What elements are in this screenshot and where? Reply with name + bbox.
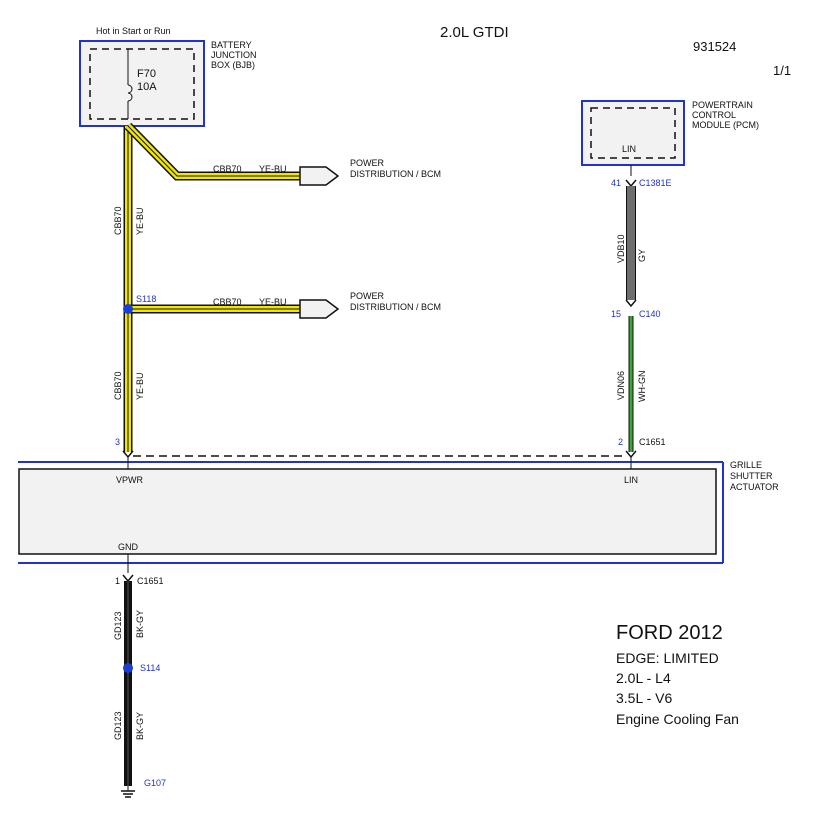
pcm-label-line-2: CONTROL <box>692 110 736 120</box>
splice-s114[interactable] <box>123 663 133 673</box>
branch1-color: YE-BU <box>259 164 287 174</box>
actuator-label-line-1: GRILLE <box>730 460 762 470</box>
left-upper-circuit: CBB70 <box>113 206 123 235</box>
actuator-label-line-2: SHUTTER <box>730 471 773 481</box>
connector-arrow-icon <box>625 299 637 308</box>
actuator-pin-vpwr: VPWR <box>116 475 144 485</box>
splice-s118-label: S118 <box>136 294 156 304</box>
legend-line-2: 2.0L - L4 <box>616 670 671 686</box>
pcm-wire-color: GY <box>637 249 647 262</box>
c1651-top-pin: 2 <box>618 437 623 447</box>
gnd-lower-color: BK-GY <box>135 712 145 740</box>
fuse-rating: 10A <box>137 81 157 93</box>
connector-arrow-icon <box>299 299 340 319</box>
left-upper-color: YE-BU <box>135 207 145 235</box>
pcm-pin-lin: LIN <box>622 144 636 154</box>
pin-vpwr-number: 3 <box>115 437 120 447</box>
branch2-color: YE-BU <box>259 297 287 307</box>
c1381e-connector: C1381E <box>639 178 672 188</box>
pcm-wire-circuit: VDB10 <box>616 234 626 263</box>
legend-line-4: Engine Cooling Fan <box>616 711 739 727</box>
fuse-icon <box>127 84 133 102</box>
engine-title: 2.0L GTDI <box>440 24 509 41</box>
bjb-label-line-3: BOX (BJB) <box>211 60 255 70</box>
fuse-id: F70 <box>137 68 156 80</box>
c1651-bottom-connector: C1651 <box>137 576 164 586</box>
actuator-label-line-3: ACTUATOR <box>730 482 779 492</box>
connector-arrow-icon <box>299 166 340 186</box>
branch1-dest-line-1: POWER <box>350 158 385 168</box>
splice-s118[interactable] <box>123 304 133 314</box>
pcm-module[interactable] <box>581 100 685 166</box>
left-lower-color: YE-BU <box>135 372 145 400</box>
battery-junction-box[interactable] <box>79 40 205 127</box>
gnd-upper-circuit: GD123 <box>113 611 123 640</box>
ground-icon <box>121 786 135 798</box>
page-number: 1/1 <box>773 63 791 78</box>
actuator-pin-lin: LIN <box>624 475 638 485</box>
bjb-power-note: Hot in Start or Run <box>96 26 171 36</box>
branch2-dest-line-1: POWER <box>350 291 385 301</box>
c1651-bottom-pin: 1 <box>115 576 120 586</box>
left-lower-circuit: CBB70 <box>113 371 123 400</box>
pcm-label-line-3: MODULE (PCM) <box>692 120 759 130</box>
lin-wire-circuit: VDN06 <box>616 371 626 400</box>
bjb-label-line-1: BATTERY <box>211 40 252 50</box>
actuator-pin-gnd: GND <box>118 542 139 552</box>
ground-g107-label: G107 <box>144 778 166 788</box>
lin-wire-color: WH-GN <box>637 371 647 403</box>
gnd-upper-color: BK-GY <box>135 610 145 638</box>
legend-line-1: EDGE: LIMITED <box>616 650 719 666</box>
c140-pin: 15 <box>611 309 621 319</box>
branch1-circuit: CBB70 <box>213 164 242 174</box>
bjb-label-line-2: JUNCTION <box>211 50 257 60</box>
c1651-top-connector: C1651 <box>639 437 666 447</box>
c140-connector: C140 <box>639 309 661 319</box>
connector-arrow-icon <box>122 574 134 583</box>
legend-line-3: 3.5L - V6 <box>616 690 673 706</box>
grille-shutter-actuator[interactable] <box>18 461 724 564</box>
branch2-dest-line-2: DISTRIBUTION / BCM <box>350 302 441 312</box>
branch1-dest-line-2: DISTRIBUTION / BCM <box>350 169 441 179</box>
wire-cbb70-branch-1[interactable] <box>124 122 300 181</box>
c1381e-pin: 41 <box>611 178 621 188</box>
legend-title: FORD 2012 <box>616 622 723 644</box>
branch2-circuit: CBB70 <box>213 297 242 307</box>
pcm-label-line-1: POWERTRAIN <box>692 100 753 110</box>
diagram-number: 931524 <box>693 39 736 54</box>
connector-arrow-icon <box>625 179 637 188</box>
splice-s114-label: S114 <box>140 663 160 673</box>
gnd-lower-circuit: GD123 <box>113 711 123 740</box>
